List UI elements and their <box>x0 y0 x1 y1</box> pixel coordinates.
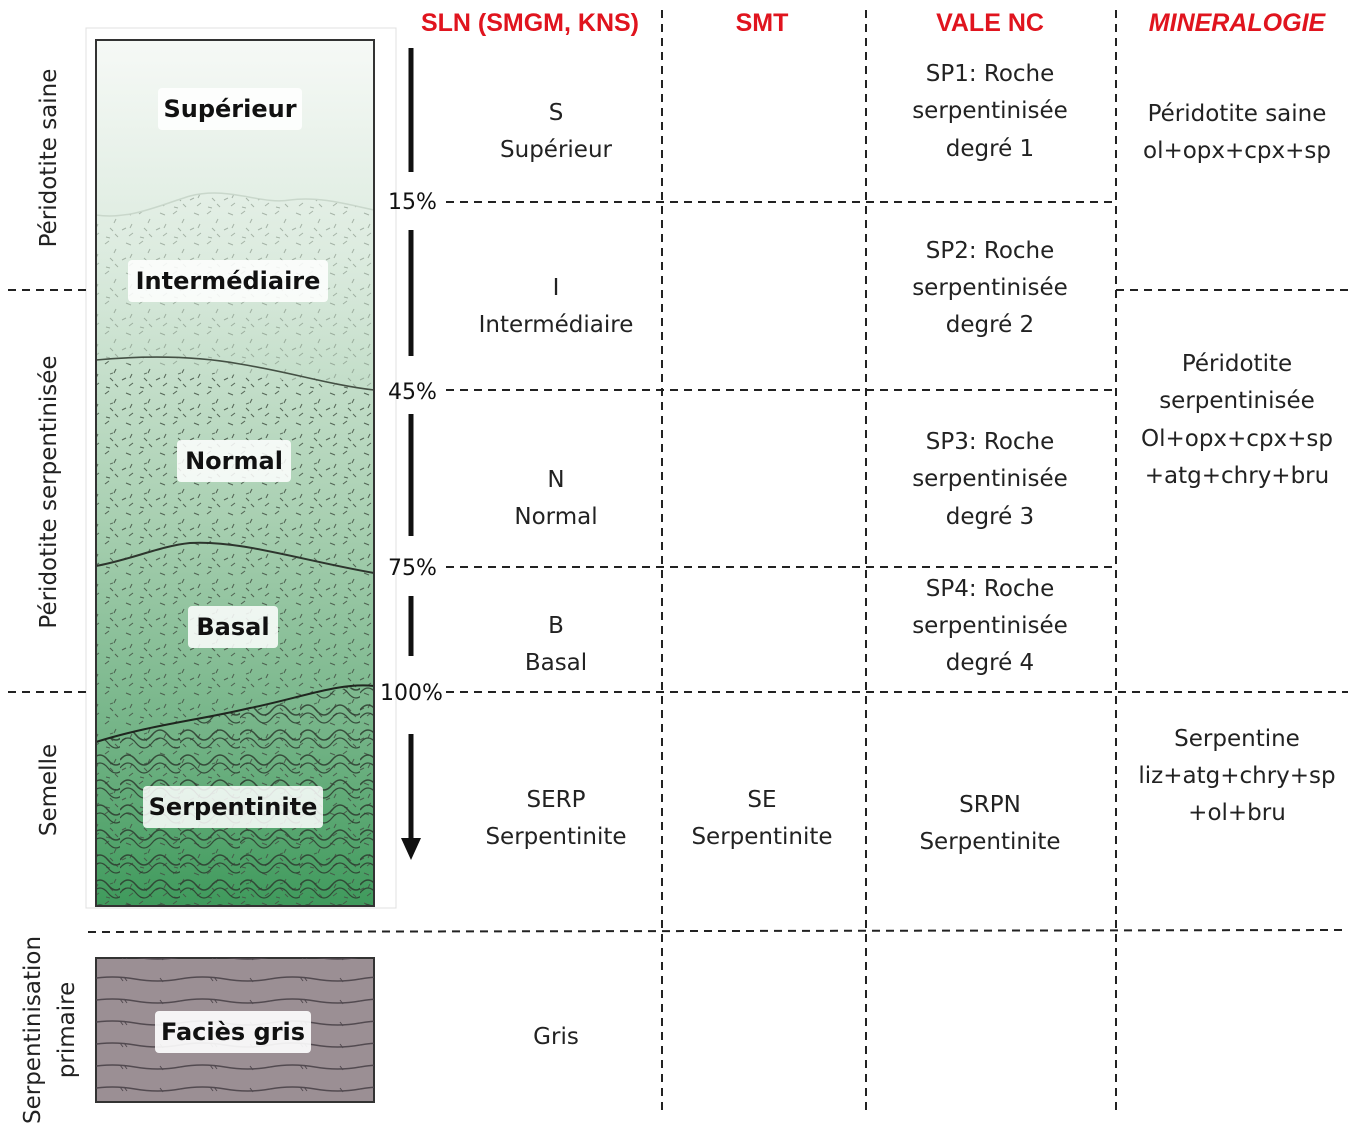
layer-label-superieur: Supérieur <box>158 88 302 130</box>
smt-column: SE Serpentinite <box>691 787 832 850</box>
layer-label-intermediaire: Intermédiaire <box>128 260 328 302</box>
sln-gris: Gris <box>533 1024 579 1050</box>
svg-text:Supérieur: Supérieur <box>163 95 296 123</box>
min-serp-line1: Péridotite <box>1182 351 1292 377</box>
facies-gris-block: Faciès gris <box>86 950 382 1110</box>
min-saine-line1: Péridotite saine <box>1148 101 1327 127</box>
vale-column: SP1: Roche serpentinisée degré 1 SP2: Ro… <box>912 61 1068 855</box>
vale-srpn-code: SRPN <box>959 792 1021 818</box>
vale-sp2-line3: degré 2 <box>946 312 1034 338</box>
vale-sp2-line1: SP2: Roche <box>926 238 1055 264</box>
svg-text:Faciès gris: Faciès gris <box>161 1018 305 1046</box>
svg-text:Intermédiaire: Intermédiaire <box>136 267 321 295</box>
smt-se-code: SE <box>747 787 776 813</box>
vale-sp3-line3: degré 3 <box>946 504 1034 530</box>
vale-sp4-line3: degré 4 <box>946 650 1034 676</box>
sln-s-name: Supérieur <box>500 137 613 163</box>
header-vale: VALE NC <box>936 9 1044 37</box>
svg-text:Serpentinite: Serpentinite <box>149 793 318 821</box>
sln-serp-code: SERP <box>527 787 586 813</box>
sln-s-code: S <box>549 100 564 126</box>
min-serp-line3: Ol+opx+cpx+sp <box>1141 426 1333 452</box>
header-mineralogie: MINERALOGIE <box>1149 9 1327 37</box>
vale-sp3-line2: serpentinisée <box>912 466 1068 492</box>
vale-sp3-line1: SP3: Roche <box>926 429 1055 455</box>
vale-sp1-line2: serpentinisée <box>912 98 1068 124</box>
percent-75: 75% <box>388 556 437 581</box>
sln-b-name: Basal <box>525 650 587 676</box>
vale-sp4-line2: serpentinisée <box>912 613 1068 639</box>
layer-label-serpentinite: Serpentinite <box>143 786 323 828</box>
arrow-head-icon <box>401 838 421 860</box>
layer-label-facies-gris: Faciès gris <box>155 1011 311 1053</box>
dashed-grid <box>8 10 1348 1110</box>
vale-sp2-line2: serpentinisée <box>912 275 1068 301</box>
sln-b-code: B <box>548 613 564 639</box>
sln-n-name: Normal <box>514 504 597 530</box>
sln-n-code: N <box>547 467 564 493</box>
zone-primaire: primaire <box>54 982 80 1078</box>
vale-sp1-line1: SP1: Roche <box>926 61 1055 87</box>
mineralogie-column: Péridotite saine ol+opx+cpx+sp Péridotit… <box>1138 101 1335 826</box>
vale-sp4-line1: SP4: Roche <box>926 576 1055 602</box>
zone-peridotite-saine: Péridotite saine <box>36 69 62 248</box>
sln-serp-name: Serpentinite <box>485 824 626 850</box>
min-saine-line2: ol+opx+cpx+sp <box>1143 138 1331 164</box>
percent-15: 15% <box>388 190 437 215</box>
percent-45: 45% <box>388 380 437 405</box>
zone-peridotite-serpentinisee: Péridotite serpentinisée <box>36 355 62 628</box>
header-smt: SMT <box>736 9 789 37</box>
vale-srpn-name: Serpentinite <box>919 829 1060 855</box>
sln-i-code: I <box>553 275 560 301</box>
header-sln: SLN (SMGM, KNS) <box>421 9 639 37</box>
smt-se-name: Serpentinite <box>691 824 832 850</box>
layer-label-normal: Normal <box>177 440 291 482</box>
geological-column: Supérieur Intermédiaire Normal Basal Ser… <box>85 27 397 909</box>
boundary-normal <box>95 541 375 574</box>
boundary-intermediaire <box>95 356 375 391</box>
depth-arrow <box>401 48 421 860</box>
divider-h-primaire <box>87 929 1348 933</box>
svg-text:Normal: Normal <box>185 447 283 475</box>
percent-100: 100% <box>380 681 443 706</box>
vale-sp1-line3: degré 1 <box>946 136 1034 162</box>
boundary-superieur <box>95 192 375 217</box>
svg-text:Basal: Basal <box>196 613 269 641</box>
zone-semelle: Semelle <box>36 744 62 836</box>
column-border <box>95 39 375 907</box>
zone-serpentinisation: Serpentinisation <box>20 936 46 1124</box>
sln-i-name: Intermédiaire <box>479 312 634 338</box>
layer-label-basal: Basal <box>188 606 278 648</box>
min-serpentine-line3: +ol+bru <box>1188 800 1286 826</box>
sln-column: S Supérieur I Intermédiaire N Normal B B… <box>479 100 634 1050</box>
min-serpentine-line2: liz+atg+chry+sp <box>1138 763 1335 789</box>
boundary-basal <box>95 684 375 743</box>
min-serp-line4: +atg+chry+bru <box>1145 463 1329 489</box>
min-serpentine-line1: Serpentine <box>1174 726 1300 752</box>
min-serp-line2: serpentinisée <box>1159 388 1315 414</box>
